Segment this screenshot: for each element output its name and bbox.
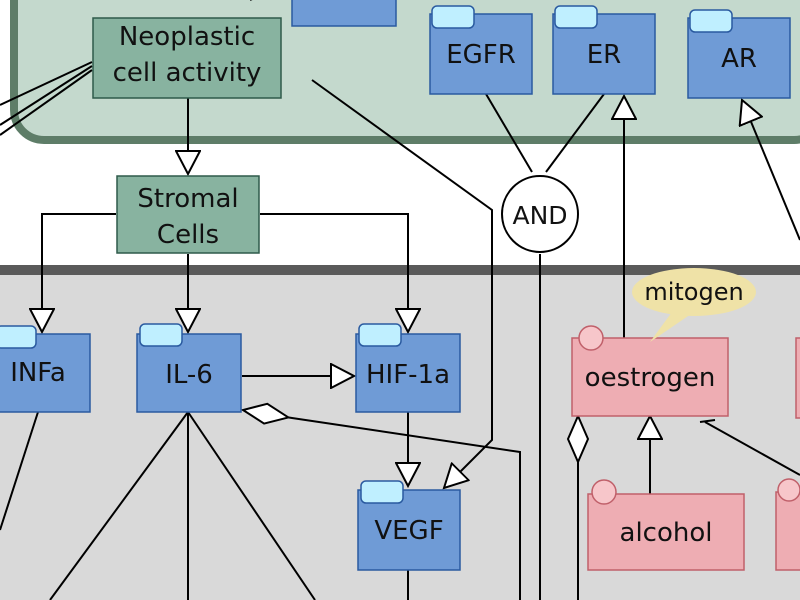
edge-diamond-il6	[243, 410, 521, 600]
node-hif1a-tab	[358, 323, 402, 347]
node-tnfa-label: INFa	[10, 358, 66, 388]
node-and[interactable]: AND	[501, 175, 579, 253]
mitogen-callout: mitogen	[632, 268, 756, 342]
node-il6-label: IL-6	[165, 360, 213, 390]
edge-neoplastic-left-1	[0, 61, 93, 106]
node-hif1a[interactable]: HIF-1a	[355, 323, 461, 413]
node-egfr-label: EGFR	[446, 40, 516, 70]
node-alcohol-tab	[591, 479, 617, 505]
edge-il6-down-1	[49, 411, 189, 600]
mitogen-label: mitogen	[644, 278, 743, 306]
node-vegf-label: VEGF	[374, 516, 443, 546]
node-egfr-tab	[431, 5, 475, 29]
node-er[interactable]: ER	[552, 5, 656, 95]
node-oestrogen-tab	[578, 325, 604, 351]
edge-il6-down-3	[187, 411, 316, 600]
node-alcohol-label: alcohol	[620, 518, 713, 548]
node-oestrogen[interactable]: oestrogen	[571, 325, 729, 417]
partial-chemical-box-1[interactable]	[795, 337, 800, 419]
node-oestrogen-label: oestrogen	[585, 363, 716, 393]
edge-stromal-hif1a	[260, 213, 408, 332]
node-ar-label: AR	[721, 44, 757, 74]
edge-er-and	[545, 93, 605, 173]
node-tnfa[interactable]: INFa	[0, 325, 91, 413]
partial-gene-box[interactable]	[291, 0, 397, 27]
node-il6-tab	[139, 323, 183, 347]
edge-stromal-tnfa	[42, 213, 116, 332]
node-egfr[interactable]: EGFR	[429, 5, 533, 95]
edge-ar-right	[742, 100, 800, 241]
edge-neoplastic-left-2	[0, 65, 93, 126]
node-tnfa-tab	[0, 325, 37, 349]
edge-tnfa-down	[0, 411, 39, 531]
node-er-label: ER	[587, 40, 622, 70]
node-vegf-tab	[360, 480, 404, 504]
edge-neoplastic-vegf	[311, 79, 493, 488]
node-alcohol[interactable]: alcohol	[587, 479, 745, 571]
edge-neoplastic-left-3	[0, 69, 93, 136]
node-er-tab	[554, 5, 598, 29]
node-vegf[interactable]: VEGF	[357, 480, 461, 571]
node-ar[interactable]: AR	[687, 9, 791, 99]
edge-right-oestrogen	[704, 421, 800, 476]
node-and-label: AND	[512, 201, 567, 230]
node-il6[interactable]: IL-6	[136, 323, 242, 413]
edge-right-oestrogen-tick	[699, 419, 716, 423]
node-ar-tab	[689, 9, 733, 33]
edge-egfr-and	[485, 93, 533, 173]
partial-chemical-box-2[interactable]	[775, 478, 800, 571]
node-hif1a-label: HIF-1a	[366, 360, 450, 390]
